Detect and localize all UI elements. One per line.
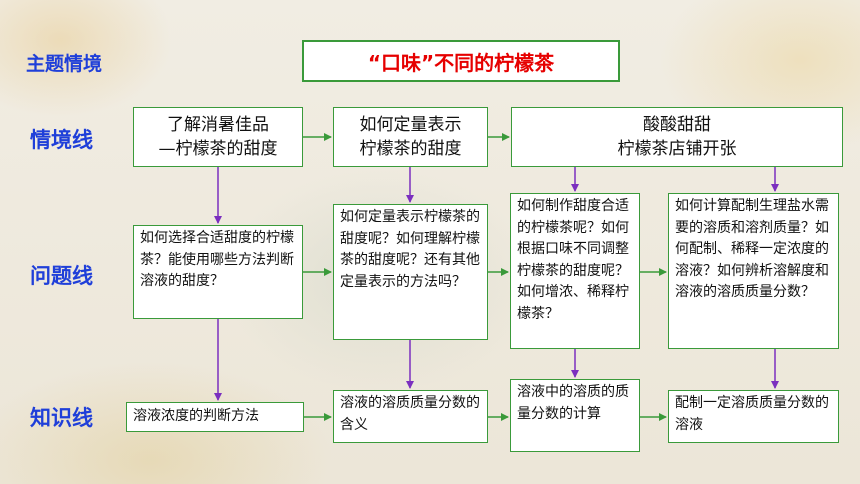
label-question-line: 问题线 [30,264,93,288]
label-knowledge-line: 知识线 [30,406,93,430]
label-theme: 主题情境 [26,53,103,75]
label-scenario-line: 情境线 [30,128,93,152]
knowledge-box-3: 溶液中的溶质的质量分数的计算 [510,379,640,452]
scenario-box-1: 了解消暑佳品 —柠檬茶的甜度 [133,107,303,167]
scenario-box-3: 酸酸甜甜 柠檬茶店铺开张 [511,107,843,167]
scenario-box-2: 如何定量表示 柠檬茶的甜度 [333,107,488,167]
theme-title: “口味”不同的柠檬茶 [302,40,620,82]
scenario-box-3-line1: 酸酸甜甜 [643,115,711,135]
question-box-4: 如何计算配制生理盐水需要的溶质和溶剂质量？如何配制、稀释一定浓度的溶液？如何辨析… [668,193,839,349]
scenario-box-2-line2: 柠檬茶的甜度 [359,139,462,159]
scenario-box-2-line1: 如何定量表示 [359,115,462,135]
scenario-box-1-line2: —柠檬茶的甜度 [158,139,278,159]
knowledge-box-2: 溶液的溶质质量分数的含义 [333,390,488,443]
question-box-3: 如何制作甜度合适的柠檬茶呢？如何根据口味不同调整柠檬茶的甜度呢？如何增浓、稀释柠… [510,193,640,349]
scenario-box-3-line2: 柠檬茶店铺开张 [617,139,737,159]
question-box-1: 如何选择合适甜度的柠檬茶？能使用哪些方法判断溶液的甜度？ [133,225,303,319]
knowledge-box-4: 配制一定溶质质量分数的溶液 [668,390,839,443]
scenario-box-1-line1: 了解消暑佳品 [167,115,269,135]
question-box-2: 如何定量表示柠檬茶的甜度呢？如何理解柠檬茶的甜度呢？还有其他定量表示的方法吗？ [333,204,488,340]
knowledge-box-1: 溶液浓度的判断方法 [126,402,304,432]
